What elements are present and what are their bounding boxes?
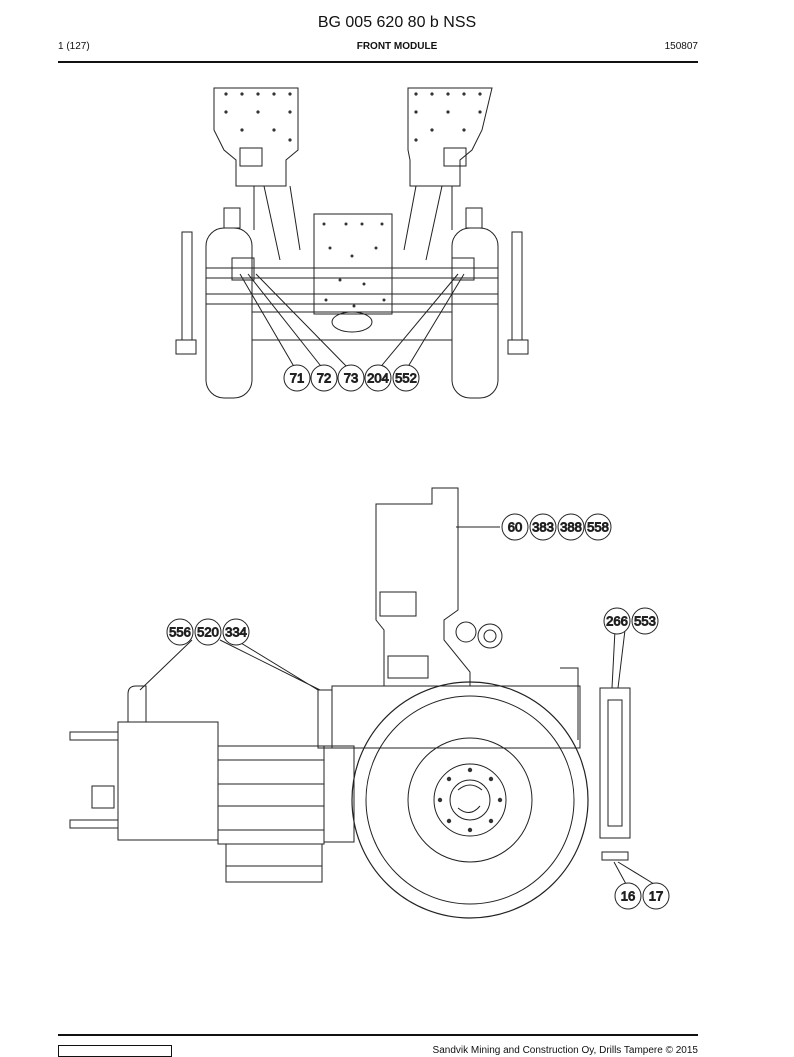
callout-label: 204 [367,371,389,386]
callout-circle [337,364,365,392]
callout-circle [584,513,612,541]
callout-label: 60 [508,520,522,535]
callout-label: 71 [290,371,304,386]
callout-circle [310,364,338,392]
callout-circle [392,364,420,392]
document-title: BG 005 620 80 b NSS [317,14,477,31]
callout-label: 558 [587,520,609,535]
callout-circle [557,513,585,541]
callout-circle [364,364,392,392]
callout-label: 383 [532,520,554,535]
callout-label: 553 [634,614,656,629]
document-code: 150807 [664,41,698,52]
callout-circle [529,513,557,541]
callout-label: 72 [317,371,331,386]
callout-label: 266 [606,614,628,629]
footer-copyright: Sandvik Mining and Construction Oy, Dril… [432,1045,698,1056]
callout-circle [283,364,311,392]
callout-label: 556 [169,625,191,640]
callouts-side-right: 266 553 [603,607,659,635]
page-number: 1 (127) [58,41,90,52]
callout-label: 552 [395,371,417,386]
callout-circle [603,607,631,635]
front-view [175,87,529,399]
callout-circle [614,882,642,910]
callout-label: 334 [225,625,247,640]
callout-label: 16 [621,889,635,904]
callout-label: 520 [197,625,219,640]
footer-rule [58,1034,698,1036]
callout-circle [166,618,194,646]
callout-circle [631,607,659,635]
callout-circle [222,618,250,646]
header-rule [58,61,698,63]
callout-circle [501,513,529,541]
section-title: FRONT MODULE [356,41,438,52]
callout-circle [194,618,222,646]
callout-label: 17 [649,889,663,904]
callout-circle [642,882,670,910]
callouts-top: 71 72 73 204 552 [283,364,420,392]
callout-label: 388 [560,520,582,535]
side-view [69,487,655,919]
callouts-side-left: 556 520 334 [166,618,250,646]
callouts-side-bottom: 16 17 [614,882,670,910]
callout-label: 73 [344,371,358,386]
callouts-side-top-right: 60 383 388 558 [501,513,612,541]
sandvik-logo [58,1045,172,1057]
